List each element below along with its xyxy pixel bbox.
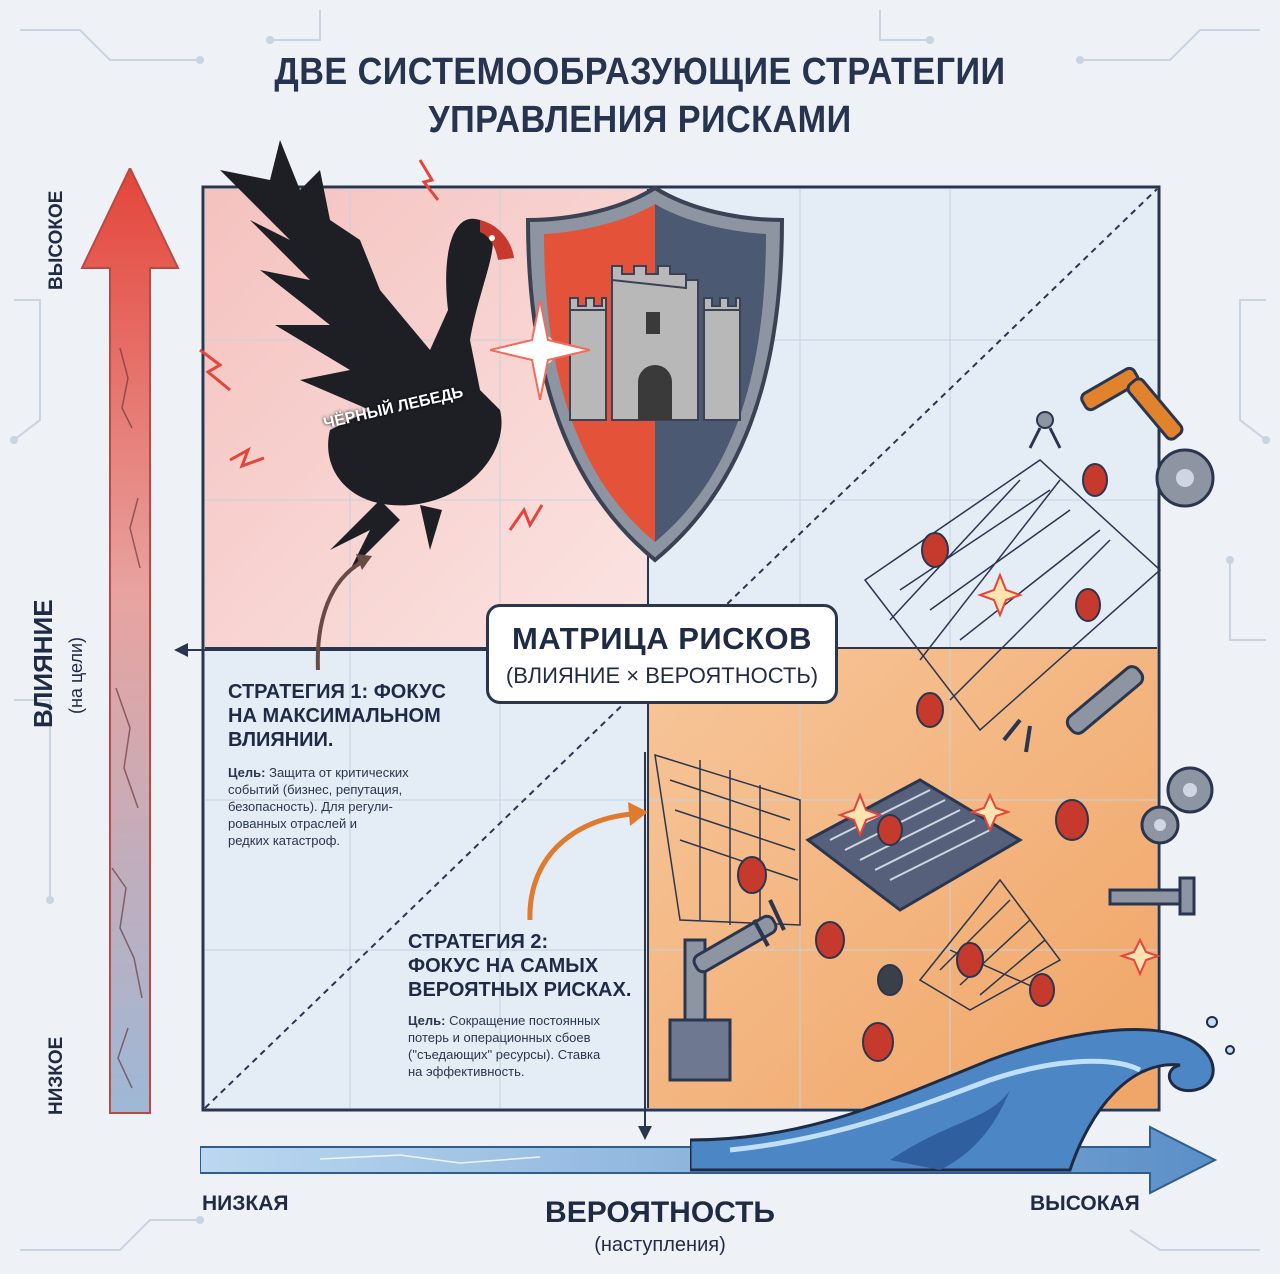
strategy1-goal-line: безопасность). Для регули- bbox=[228, 799, 393, 814]
risk-matrix-label: МАТРИЦА РИСКОВ (ВЛИЯНИЕ × ВЕРОЯТНОСТЬ) bbox=[486, 604, 838, 704]
strategy2-goal-line: потерь и операционных сбоев bbox=[408, 1030, 591, 1045]
strategy1-title-line: НА МАКСИМАЛЬНОМ bbox=[228, 705, 441, 727]
bug-icon bbox=[737, 463, 1108, 1062]
strategy2-goal-line: на эффективность. bbox=[408, 1064, 525, 1079]
strategy2-title-line: ФОКУС НА САМЫХ bbox=[408, 955, 599, 977]
black-swan-icon bbox=[199, 140, 544, 570]
strategy1-title-line: ВЛИЯНИИ. bbox=[228, 729, 334, 751]
strategy1-goal-label: Цель: bbox=[228, 765, 266, 780]
y-axis-subtitle: (на цели) bbox=[66, 636, 86, 714]
y-axis-high-label: ВЫСОКОЕ bbox=[46, 190, 67, 290]
strategy2-goal-line: ("съедающих" ресурсы). Ставка bbox=[408, 1047, 601, 1062]
page-title: ДВЕ СИСТЕМООБРАЗУЮЩИЕ СТРАТЕГИИ УПРАВЛЕН… bbox=[64, 48, 1216, 144]
strategy1-pointer-arrow bbox=[315, 554, 372, 671]
strategy1-title: СТРАТЕГИЯ 1: ФОКУС НА МАКСИМАЛЬНОМ ВЛИЯН… bbox=[228, 680, 488, 752]
risk-matrix-subtitle: (ВЛИЯНИЕ × ВЕРОЯТНОСТЬ) bbox=[505, 663, 819, 688]
strategy1-goal-text: Защита от критических bbox=[269, 765, 409, 780]
castle-shield-icon bbox=[524, 185, 785, 563]
net-icon bbox=[654, 753, 1062, 1011]
strategy1-title-line: СТРАТЕГИЯ 1: ФОКУС bbox=[228, 681, 446, 703]
title-line-2: УПРАВЛЕНИЯ РИСКАМИ bbox=[428, 99, 852, 141]
strategy2-goal-text: Сокращение постоянных bbox=[449, 1013, 600, 1028]
y-axis-low-label: НИЗКОЕ bbox=[46, 1036, 67, 1115]
net-icon bbox=[863, 459, 1162, 732]
gear-icon bbox=[1140, 448, 1215, 845]
strategy2-goal: Цель: Сокращение постоянных потерь и опе… bbox=[408, 1012, 648, 1080]
robot-arm-icon bbox=[668, 899, 786, 1082]
x-axis-title: ВЕРОЯТНОСТЬ bbox=[545, 1196, 775, 1229]
y-axis-title: ВЛИЯНИЕ bbox=[28, 599, 58, 728]
strategy1-goal-line: рованных отраслей и bbox=[228, 816, 358, 831]
strategy1-block: СТРАТЕГИЯ 1: ФОКУС НА МАКСИМАЛЬНОМ ВЛИЯН… bbox=[228, 680, 488, 849]
x-axis-low-label: НИЗКАЯ bbox=[202, 1192, 289, 1215]
strategy1-goal: Цель: Защита от критических событий (биз… bbox=[228, 764, 488, 849]
robot-arm-icon bbox=[1002, 665, 1145, 753]
x-axis-high-label: ВЫСОКАЯ bbox=[1030, 1192, 1140, 1215]
bug-icon bbox=[877, 964, 903, 996]
impact-flash-icon bbox=[490, 300, 590, 400]
strategy2-title-line: СТРАТЕГИЯ 2: bbox=[408, 931, 549, 953]
title-line-1: ДВЕ СИСТЕМООБРАЗУЮЩИЕ СТРАТЕГИИ bbox=[274, 51, 1006, 93]
x-axis-subtitle: (наступления) bbox=[594, 1234, 726, 1256]
strategy1-goal-line: событий (бизнес, репутация, bbox=[228, 782, 403, 797]
robot-arm-icon bbox=[1108, 876, 1196, 916]
impact-axis-arrow bbox=[80, 168, 180, 1114]
strategy2-goal-label: Цель: bbox=[408, 1013, 446, 1028]
strategy2-block: СТРАТЕГИЯ 2: ФОКУС НА САМЫХ ВЕРОЯТНЫХ РИ… bbox=[408, 930, 648, 1080]
robot-arm-icon bbox=[1028, 366, 1184, 449]
strategy2-title: СТРАТЕГИЯ 2: ФОКУС НА САМЫХ ВЕРОЯТНЫХ РИ… bbox=[408, 930, 648, 1002]
strategy2-pointer-arrow bbox=[527, 802, 648, 921]
operational-risks-illustration bbox=[654, 366, 1215, 1082]
strategy1-goal-line: редких катастроф. bbox=[228, 833, 340, 848]
wave-icon bbox=[690, 1016, 1235, 1172]
risk-matrix-title: МАТРИЦА РИСКОВ bbox=[512, 621, 812, 656]
strategy2-title-line: ВЕРОЯТНЫХ РИСКАХ. bbox=[408, 979, 632, 1001]
